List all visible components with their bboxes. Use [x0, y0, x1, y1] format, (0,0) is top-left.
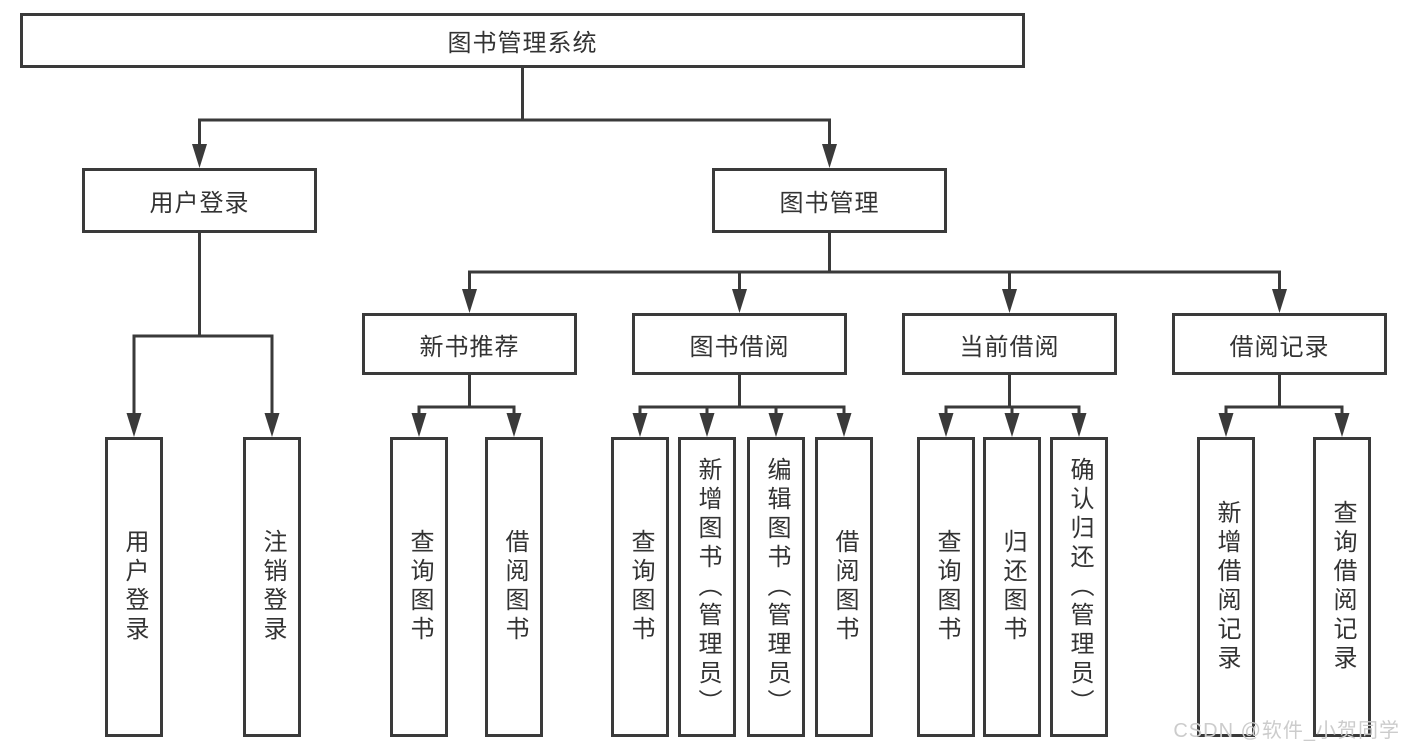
- node-book-management: 图书管理: [712, 168, 947, 233]
- node-user-login: 用户登录: [82, 168, 317, 233]
- leaf-return-book: 归还图书: [983, 437, 1041, 737]
- leaf-query-books-borrow: 查询图书: [611, 437, 669, 737]
- node-book-borrow: 图书借阅: [632, 313, 847, 375]
- node-new-book-recommend: 新书推荐: [362, 313, 577, 375]
- leaf-confirm-return-admin: 确认归还（管理员）: [1050, 437, 1108, 737]
- node-borrow-records: 借阅记录: [1172, 313, 1387, 375]
- leaf-borrow-books-recommend: 借阅图书: [485, 437, 543, 737]
- leaf-user-login: 用户登录: [105, 437, 163, 737]
- leaf-add-borrow-record: 新增借阅记录: [1197, 437, 1255, 737]
- csdn-watermark: CSDN @软件_小贺同学: [1173, 720, 1400, 742]
- leaf-query-books-current: 查询图书: [917, 437, 975, 737]
- leaf-query-borrow-record: 查询借阅记录: [1313, 437, 1371, 737]
- node-root: 图书管理系统: [20, 13, 1025, 68]
- leaf-borrow-books: 借阅图书: [815, 437, 873, 737]
- leaf-add-book-admin: 新增图书（管理员）: [678, 437, 736, 737]
- leaf-logout: 注销登录: [243, 437, 301, 737]
- node-current-borrow: 当前借阅: [902, 313, 1117, 375]
- leaf-edit-book-admin: 编辑图书（管理员）: [747, 437, 805, 737]
- leaf-query-books-recommend: 查询图书: [390, 437, 448, 737]
